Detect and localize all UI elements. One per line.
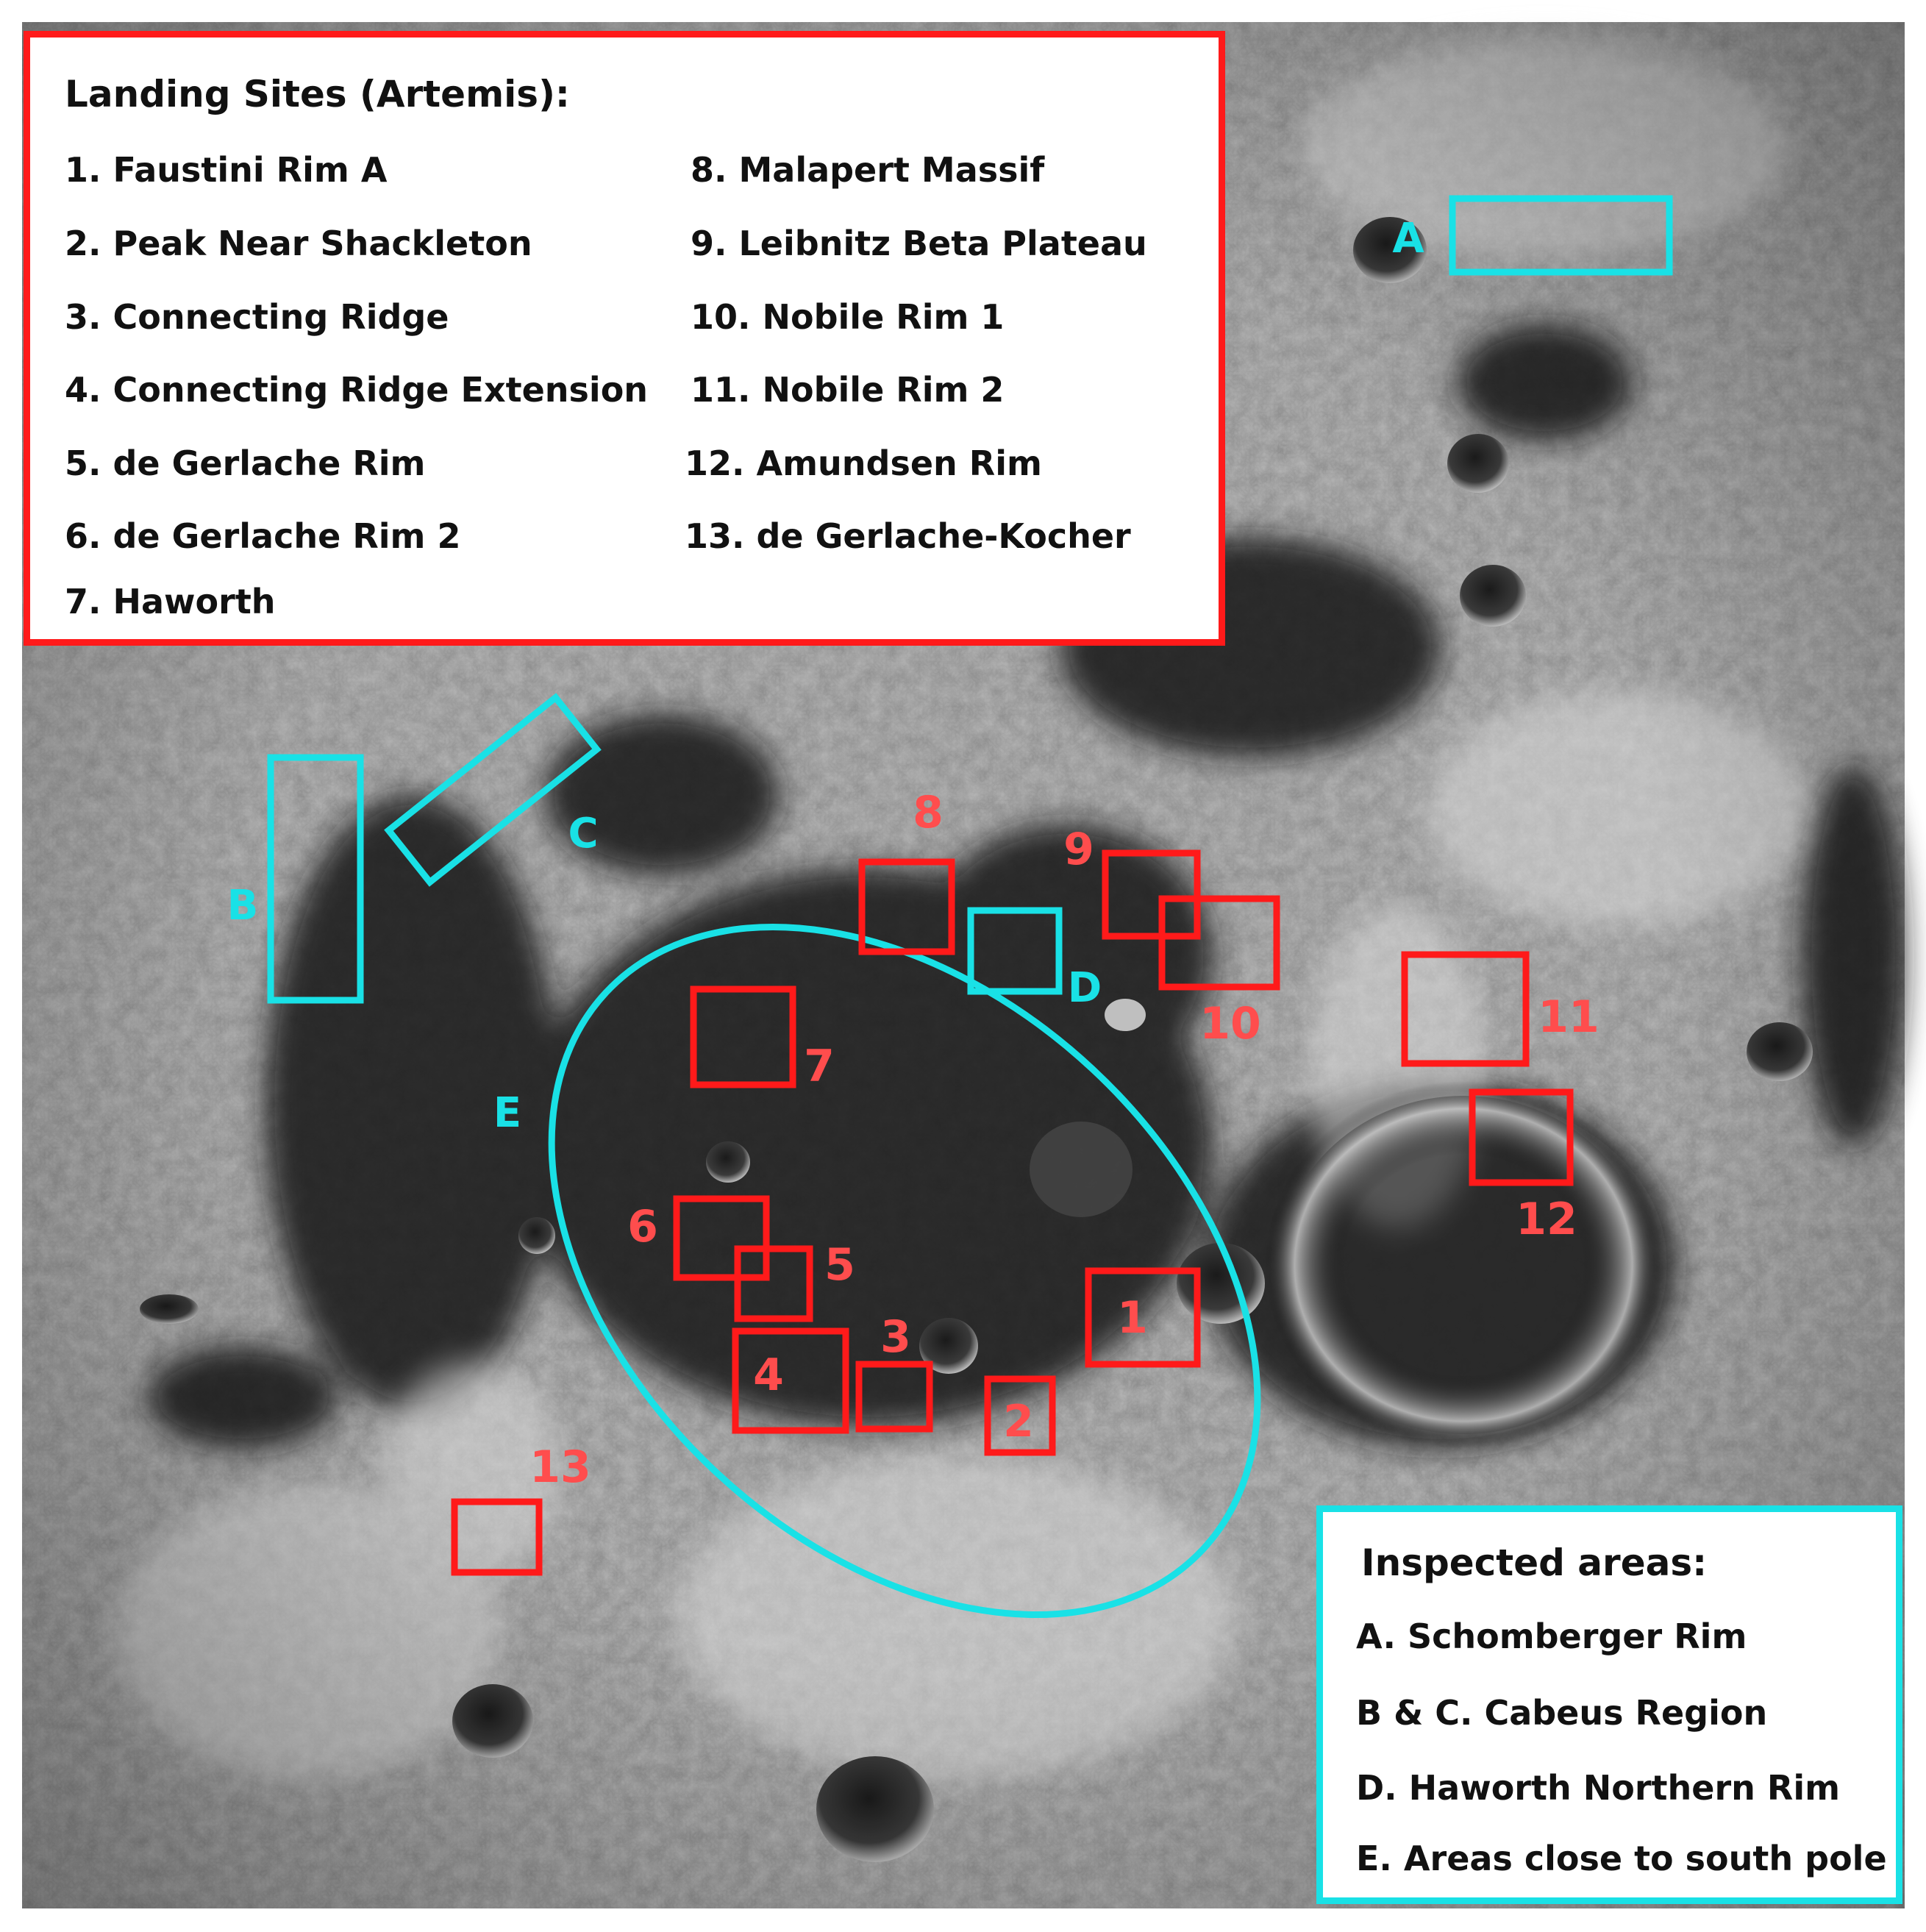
landing-site-12-label: 12 xyxy=(1516,1194,1577,1245)
landing-site-1-box xyxy=(1085,1267,1201,1368)
landing-site-6-box xyxy=(673,1195,770,1281)
inspected-area-e-ellipse xyxy=(548,924,1261,1618)
legend-item: A. Schomberger Rim xyxy=(1356,1616,1747,1656)
legend-item: 6. de Gerlache Rim 2 xyxy=(65,516,461,556)
inspected-area-b-box xyxy=(267,754,364,1004)
legend-item: D. Haworth Northern Rim xyxy=(1356,1768,1841,1808)
inspected-area-a-box xyxy=(1449,195,1673,276)
landing-site-1-label: 1 xyxy=(1117,1292,1148,1344)
inspected-area-c-label: C xyxy=(568,810,598,858)
inspected-areas-legend-title: Inspected areas: xyxy=(1361,1541,1708,1584)
legend-item: 10. Nobile Rim 1 xyxy=(691,297,1005,337)
landing-site-8-box xyxy=(858,858,955,955)
landing-site-8-label: 8 xyxy=(913,787,944,838)
legend-item: 2. Peak Near Shackleton xyxy=(65,224,532,263)
inspected-area-d-label: D xyxy=(1068,964,1102,1012)
landing-site-4-box xyxy=(732,1327,849,1434)
landing-site-13-label: 13 xyxy=(529,1441,591,1493)
landing-site-10-box xyxy=(1158,895,1280,991)
landing-site-4-label: 4 xyxy=(753,1350,784,1401)
landing-site-12-box xyxy=(1469,1088,1574,1186)
inspected-area-e-label: E xyxy=(493,1089,521,1137)
legend-item: 11. Nobile Rim 2 xyxy=(691,370,1005,410)
landing-sites-layer: 1 2 3 4 5 6 7 8 9 10 11 12 13 xyxy=(451,787,1599,1576)
landing-site-9-label: 9 xyxy=(1063,824,1094,875)
landing-site-11-box xyxy=(1401,951,1530,1067)
legend-item: 9. Leibnitz Beta Plateau xyxy=(691,224,1147,263)
landing-site-13-box xyxy=(451,1498,543,1576)
landing-site-5-box xyxy=(734,1245,813,1322)
inspected-areas-layer: A B C D E xyxy=(227,195,1673,1618)
legend-item: E. Areas close to south pole xyxy=(1356,1839,1887,1878)
landing-site-2-label: 2 xyxy=(1003,1396,1034,1447)
inspected-area-c-box xyxy=(384,693,602,887)
landing-site-7-label: 7 xyxy=(804,1041,835,1092)
inspected-area-a-label: A xyxy=(1392,215,1424,263)
legend-item: 3. Connecting Ridge xyxy=(65,297,449,337)
landing-site-5-label: 5 xyxy=(824,1239,855,1291)
legend-item: 7. Haworth xyxy=(65,582,276,621)
landing-site-3-label: 3 xyxy=(880,1311,911,1363)
landing-site-11-label: 11 xyxy=(1538,991,1599,1043)
legend-item: 4. Connecting Ridge Extension xyxy=(65,370,649,410)
landing-sites-legend: Landing Sites (Artemis): 1. Faustini Rim… xyxy=(24,31,1225,646)
landing-site-9-box xyxy=(1102,849,1201,940)
legend-item: 1. Faustini Rim A xyxy=(65,150,388,190)
legend-item: 8. Malapert Massif xyxy=(691,150,1045,190)
inspected-area-d-box xyxy=(967,907,1063,995)
legend-item: 5. de Gerlache Rim xyxy=(65,443,426,483)
landing-site-2-box xyxy=(984,1375,1056,1456)
landing-site-6-label: 6 xyxy=(627,1201,658,1252)
landing-site-7-box xyxy=(690,985,796,1088)
inspected-area-b-label: B xyxy=(227,882,259,930)
legend-item: 13. de Gerlache-Kocher xyxy=(685,516,1131,556)
legend-item: 12. Amundsen Rim xyxy=(685,443,1042,483)
landing-site-10-label: 10 xyxy=(1199,998,1261,1049)
landing-sites-legend-title: Landing Sites (Artemis): xyxy=(65,73,570,115)
landing-site-3-box xyxy=(855,1361,933,1433)
inspected-areas-legend: Inspected areas: A. Schomberger Rim B & … xyxy=(1316,1505,1902,1904)
legend-item: B & C. Cabeus Region xyxy=(1356,1693,1768,1733)
